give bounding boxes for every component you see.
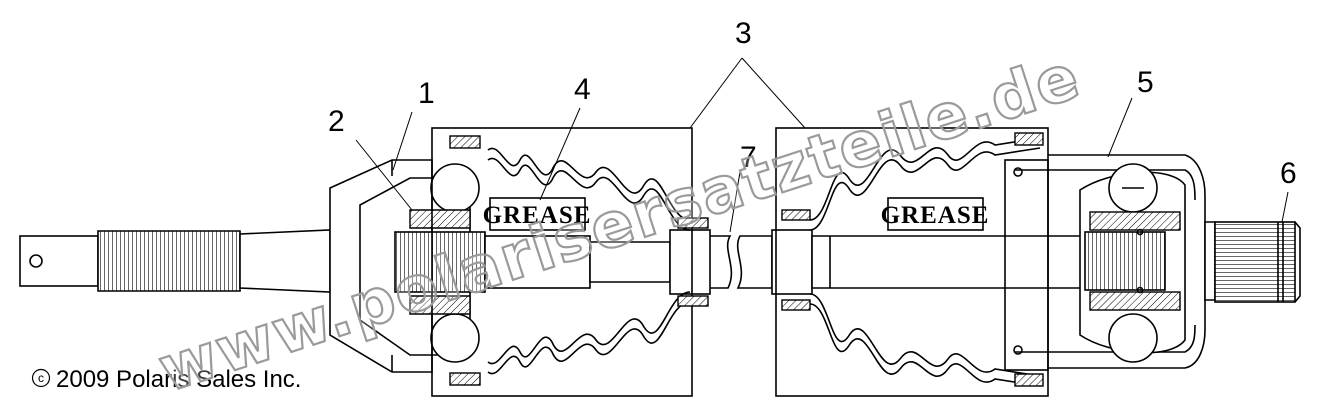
copyright-notice: c 2009 Polaris Sales Inc. (31, 366, 301, 393)
callout-3: 3 (735, 17, 752, 50)
inner-stub-shaft (19, 229, 331, 293)
callout-6: 6 (1280, 157, 1297, 190)
grease-label-outer: GREASE (881, 202, 990, 229)
callout-2: 2 (328, 105, 345, 138)
copyright-text: 2009 Polaris Sales Inc. (56, 366, 301, 393)
callout-4: 4 (574, 73, 591, 106)
center-shaft (589, 229, 1086, 295)
leader-lines (355, 57, 1289, 233)
outer-stub-shaft (1204, 221, 1301, 303)
outer-cv-joint (1004, 154, 1206, 371)
grease-label-inner: GREASE (483, 202, 592, 229)
inner-joint-assembly (394, 163, 591, 363)
callout-5: 5 (1137, 66, 1154, 99)
inner-boot-assembly: GREASE (431, 127, 709, 397)
callout-7: 7 (740, 141, 757, 174)
copyright-icon (31, 368, 51, 388)
copyright-symbol: c (38, 371, 44, 385)
callout-1: 1 (418, 77, 435, 110)
